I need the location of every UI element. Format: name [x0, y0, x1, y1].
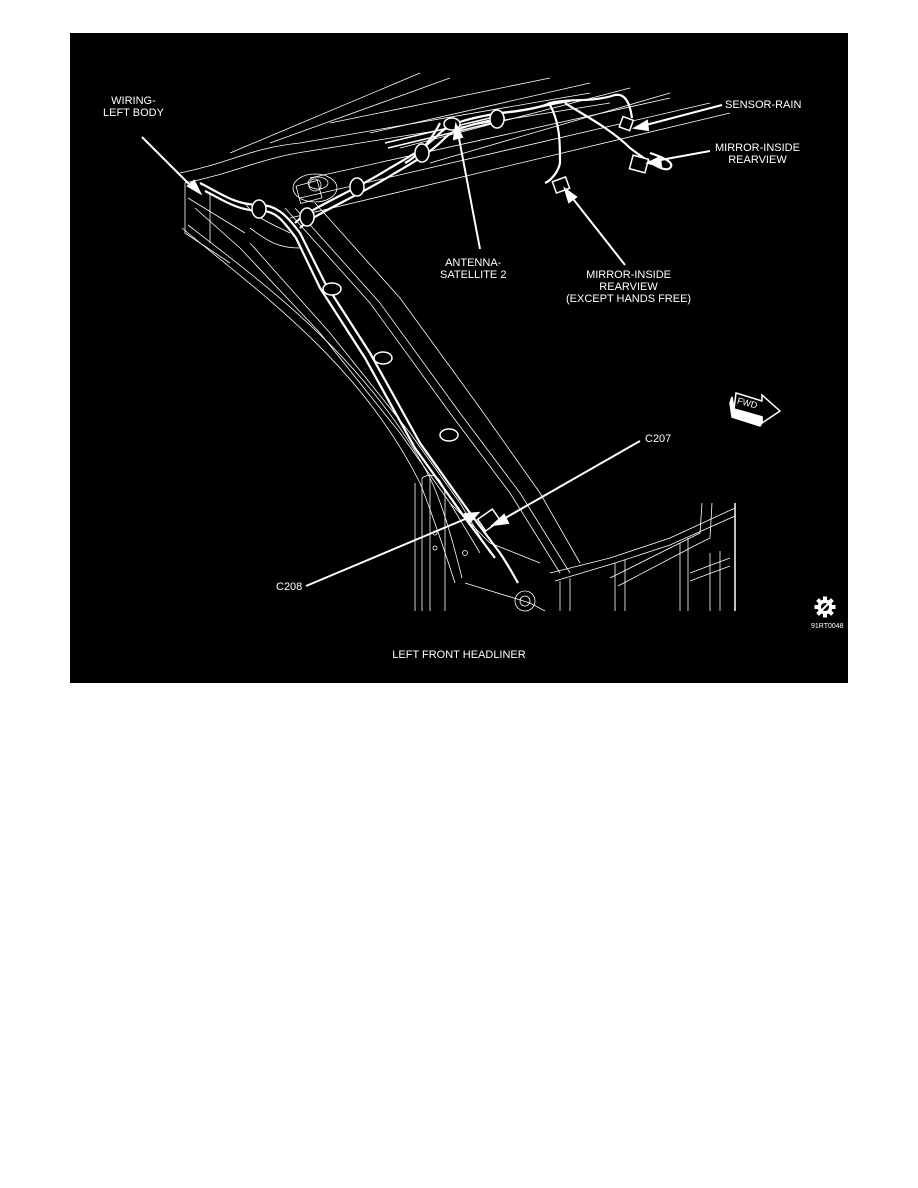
- callout-c208: C208: [276, 581, 303, 593]
- diagram-panel: WIRING- LEFT BODY SENSOR-RAIN MIRROR-INS…: [70, 33, 848, 683]
- headliner-line-art: [141, 72, 782, 612]
- callout-wiring-left-body: WIRING- LEFT BODY: [103, 95, 164, 119]
- callout-mirror-inside-rearview: MIRROR-INSIDE REARVIEW: [715, 142, 800, 166]
- callout-c207: C207: [645, 433, 672, 445]
- figure-code: 91RT0048: [811, 623, 844, 630]
- callout-antenna-satellite-2: ANTENNA- SATELLITE 2: [440, 257, 507, 281]
- callout-sensor-rain: SENSOR-RAIN: [725, 99, 802, 111]
- callout-mirror-except-hands-free: MIRROR-INSIDE REARVIEW (EXCEPT HANDS FRE…: [566, 269, 692, 305]
- figure-caption: LEFT FRONT HEADLINER: [392, 649, 526, 661]
- gear-service-icon: [814, 596, 836, 618]
- forward-arrow-icon: [729, 392, 782, 427]
